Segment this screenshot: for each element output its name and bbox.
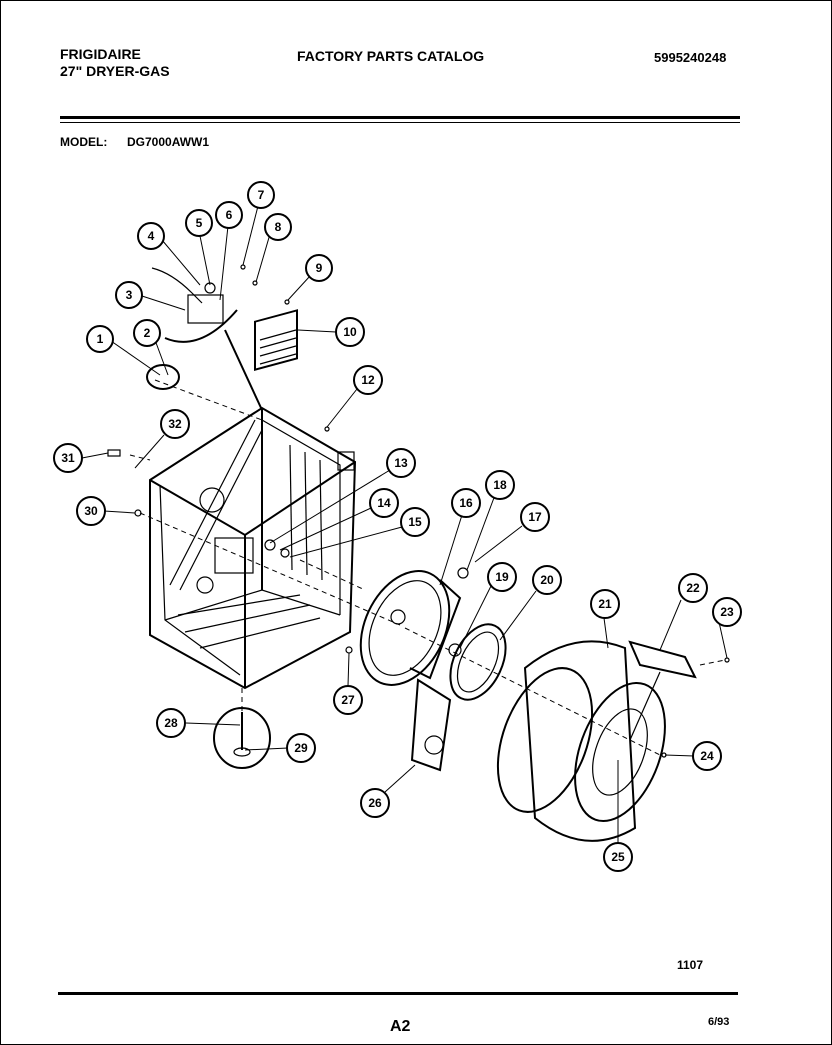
svg-text:3: 3: [126, 288, 133, 302]
callout-25: 25: [603, 842, 633, 872]
callout-23: 23: [712, 597, 742, 627]
svg-text:9: 9: [316, 261, 323, 275]
callout-18: 18: [485, 470, 515, 500]
svg-text:15: 15: [408, 515, 422, 529]
svg-text:17: 17: [528, 510, 542, 524]
callout-4: 4: [137, 222, 165, 250]
svg-text:25: 25: [611, 850, 625, 864]
catalog-number: 5995240248: [654, 50, 727, 65]
svg-text:1: 1: [97, 332, 104, 346]
svg-text:19: 19: [495, 570, 509, 584]
callout-31: 31: [53, 443, 83, 473]
callout-8: 8: [264, 213, 292, 241]
print-date: 6/93: [708, 1016, 730, 1028]
callout-29: 29: [286, 733, 316, 763]
drum-front: [359, 570, 507, 772]
header-rule: [60, 116, 740, 119]
svg-text:26: 26: [368, 796, 382, 810]
catalog-title: FACTORY PARTS CATALOG: [297, 48, 485, 64]
dryer-drum: [496, 640, 697, 842]
svg-text:13: 13: [394, 456, 408, 470]
callout-7: 7: [247, 181, 275, 209]
header-rule-thin: [60, 122, 740, 123]
callout-24: 24: [692, 741, 722, 771]
page-number: A2: [390, 1018, 411, 1035]
svg-text:8: 8: [275, 220, 282, 234]
callout-27: 27: [333, 685, 363, 715]
svg-text:29: 29: [294, 741, 308, 755]
callout-17: 17: [520, 502, 550, 532]
svg-text:22: 22: [686, 581, 700, 595]
svg-text:6: 6: [226, 208, 233, 222]
callout-21: 21: [590, 589, 620, 619]
svg-text:12: 12: [361, 373, 375, 387]
svg-text:7: 7: [258, 188, 265, 202]
svg-text:32: 32: [168, 417, 182, 431]
callout-32: 32: [160, 409, 190, 439]
callout-5: 5: [185, 209, 213, 237]
page-code: 1107: [677, 958, 704, 972]
svg-text:5: 5: [196, 216, 203, 230]
svg-text:2: 2: [144, 326, 151, 340]
brand-name: FRIGIDAIRE: [60, 46, 141, 62]
callout-22: 22: [678, 573, 708, 603]
callout-28: 28: [156, 708, 186, 738]
svg-text:4: 4: [148, 229, 155, 243]
leader-lines: [81, 205, 728, 844]
callout-26: 26: [360, 788, 390, 818]
top-parts: [146, 267, 298, 411]
model-number: DG7000AWW1: [127, 135, 210, 149]
callout-3: 3: [115, 281, 143, 309]
dryer-cabinet: [149, 406, 357, 690]
callout-14: 14: [369, 488, 399, 518]
svg-text:27: 27: [341, 693, 355, 707]
svg-text:20: 20: [540, 573, 554, 587]
svg-text:18: 18: [493, 478, 507, 492]
svg-text:31: 31: [61, 451, 75, 465]
model-label: MODEL:: [60, 135, 108, 149]
callout-12: 12: [353, 365, 383, 395]
svg-text:24: 24: [700, 749, 714, 763]
callout-13: 13: [386, 448, 416, 478]
assembly-lines: [129, 379, 726, 756]
callout-9: 9: [305, 254, 333, 282]
callout-15: 15: [400, 507, 430, 537]
product-name: 27" DRYER-GAS: [60, 63, 170, 79]
callout-30: 30: [76, 496, 106, 526]
svg-text:14: 14: [377, 496, 391, 510]
svg-text:10: 10: [343, 325, 357, 339]
footer-rule: [58, 992, 738, 995]
callout-2: 2: [133, 319, 161, 347]
callout-16: 16: [451, 488, 481, 518]
callout-6: 6: [215, 201, 243, 229]
callout-10: 10: [335, 317, 365, 347]
svg-text:30: 30: [84, 504, 98, 518]
callout-1: 1: [86, 325, 114, 353]
svg-text:23: 23: [720, 605, 734, 619]
callout-20: 20: [532, 565, 562, 595]
svg-text:16: 16: [459, 496, 473, 510]
svg-text:28: 28: [164, 716, 178, 730]
callout-19: 19: [487, 562, 517, 592]
svg-text:21: 21: [598, 597, 612, 611]
leveling-leg: [213, 707, 271, 769]
